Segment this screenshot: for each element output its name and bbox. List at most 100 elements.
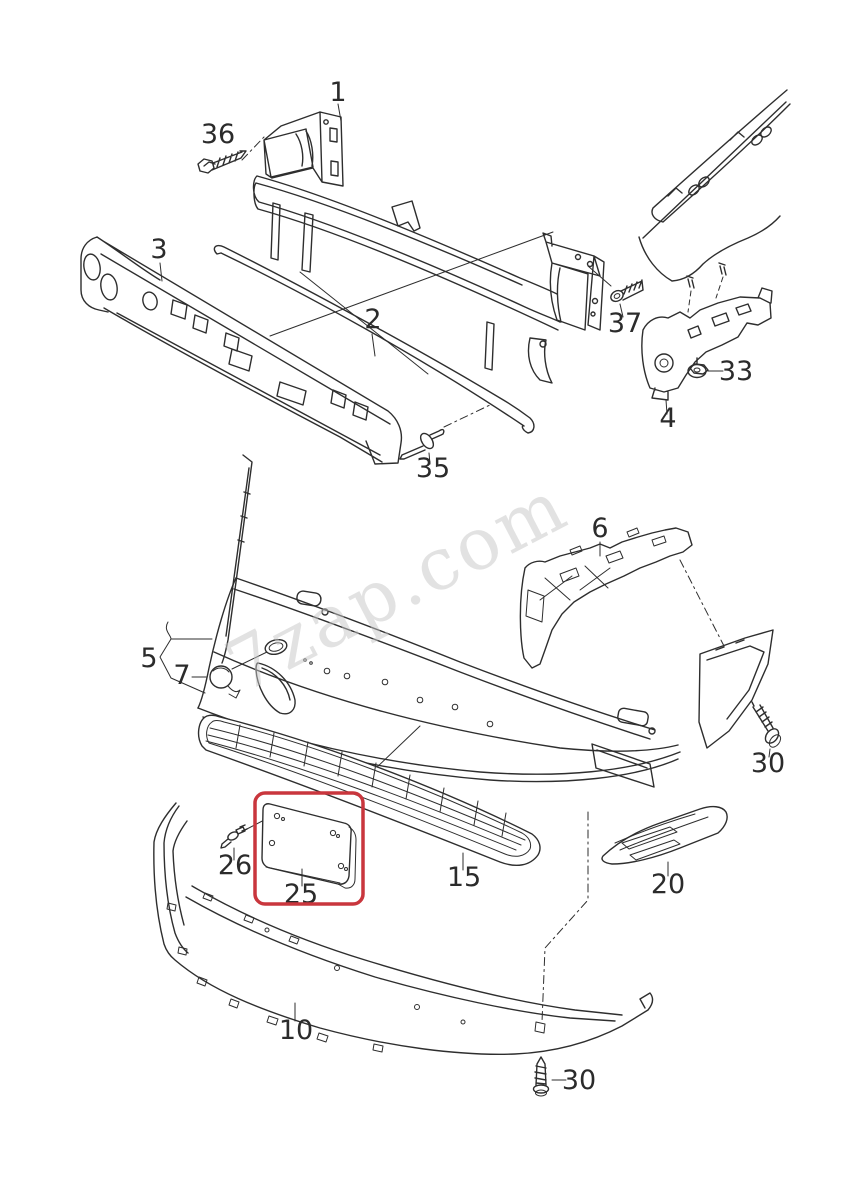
part-36-label[interactable]: 36 — [201, 119, 235, 150]
absorber-outline — [80, 236, 403, 465]
bracket-4-hole — [654, 353, 674, 373]
cover-fin — [221, 454, 253, 664]
part-5-bumper-cover[interactable]: 5 — [140, 454, 774, 788]
cover-left-edge — [197, 577, 237, 709]
part-20-label[interactable]: 20 — [651, 869, 685, 900]
part-1-label[interactable]: 1 — [329, 77, 346, 108]
part-2-label[interactable]: 2 — [364, 304, 381, 335]
spoiler-hole — [414, 1004, 420, 1010]
tow-cap — [209, 665, 233, 689]
part-30-right-label[interactable]: 30 — [751, 748, 785, 779]
grille-20-outline — [601, 805, 728, 865]
nut-33-hex — [689, 357, 709, 375]
spoiler-hole — [334, 965, 340, 971]
plate-hole — [281, 817, 285, 821]
strip-drawing — [213, 244, 535, 434]
rivet-axis-line — [443, 403, 493, 428]
part-26-clip[interactable]: 26 — [218, 816, 271, 881]
plate-25-edge — [265, 826, 357, 889]
nut-33-hole — [693, 367, 701, 373]
fog-recess-left — [255, 662, 296, 715]
part-37-screw[interactable]: 37 — [587, 265, 644, 339]
part-3-label[interactable]: 3 — [150, 234, 167, 265]
plate-hole — [337, 862, 345, 870]
absorber-tabs — [170, 299, 369, 421]
part-5-brace — [159, 621, 213, 694]
part-2-cross-strip[interactable]: 2 — [213, 231, 554, 434]
part-2-leader — [371, 333, 376, 357]
part-35-label[interactable]: 35 — [416, 453, 450, 484]
bolt-36-drawing — [197, 150, 247, 174]
part-20-side-grille[interactable]: 20 — [601, 805, 728, 900]
part-3-impact-absorber[interactable]: 3 — [80, 234, 403, 465]
cover-small-hole — [321, 608, 329, 616]
part-36-bolt[interactable]: 36 — [197, 119, 265, 174]
plate-hole — [591, 297, 599, 305]
part-1-reinforcement[interactable]: 1 — [252, 77, 605, 384]
part-4-label[interactable]: 4 — [659, 403, 676, 434]
assembly-pointer-lines — [269, 231, 554, 375]
part-5-label[interactable]: 5 — [140, 643, 157, 674]
part-37-label[interactable]: 37 — [608, 308, 642, 339]
fender-rail — [642, 89, 791, 239]
screw-30b-drawing — [534, 1056, 547, 1086]
screw-30b-head — [532, 1084, 550, 1094]
screw-30r-washer — [768, 734, 782, 748]
screw-37-head — [610, 289, 624, 303]
part-35-rivet[interactable]: 35 — [399, 403, 493, 484]
spoiler-hole — [264, 927, 270, 933]
part-33-nut[interactable]: 33 — [687, 356, 753, 387]
part-6-label[interactable]: 6 — [591, 513, 608, 544]
absorber-hole — [142, 291, 158, 311]
flange-hole — [586, 260, 594, 268]
plate-hole — [590, 311, 596, 317]
part-15-label[interactable]: 15 — [447, 862, 481, 893]
grille-15-outline — [197, 714, 541, 867]
plate-hole — [336, 834, 340, 838]
beam-band — [252, 175, 561, 331]
cover-crease — [213, 651, 679, 752]
part-3-leader — [159, 262, 163, 282]
part-10-spoiler[interactable]: 10 — [153, 802, 654, 1055]
bracket-6-outline — [519, 527, 693, 669]
beam-struts — [270, 202, 553, 384]
part-7-leaders — [191, 651, 268, 678]
part-4-side-bracket[interactable]: 4 — [641, 287, 773, 434]
tow-cap-detail — [212, 667, 241, 699]
screw-37-threads — [620, 279, 644, 301]
absorber-hole — [100, 273, 118, 301]
spoiler-outline — [153, 802, 654, 1055]
rail-hole — [688, 184, 700, 196]
screw-37-head-inner — [613, 293, 621, 299]
flange-hole — [574, 253, 582, 261]
cover-right-cap — [698, 629, 774, 749]
grille-20-slats — [614, 813, 709, 861]
part-15-center-grille[interactable]: 15 — [197, 714, 541, 893]
part-30-bottom-label[interactable]: 30 — [562, 1065, 596, 1096]
bracket-6-assembly-line — [679, 559, 725, 647]
part-30-screw-right[interactable]: 30 — [751, 701, 785, 779]
grille-15-dividers — [235, 724, 507, 837]
absorber-hole — [83, 253, 101, 281]
rail-hole — [760, 126, 772, 138]
part-7-tow-hook-cap[interactable]: 7 — [173, 651, 268, 699]
part-26-label[interactable]: 26 — [218, 850, 252, 881]
part-33-label[interactable]: 33 — [719, 356, 753, 387]
bracket-4-hole-inner — [659, 358, 669, 368]
spoiler-tabs — [166, 892, 546, 1053]
nut-33 — [687, 363, 707, 379]
plate-hole — [329, 829, 337, 837]
bolt-36-axis-line — [241, 136, 265, 161]
part-25-plate-bracket[interactable]: 25 — [253, 791, 365, 910]
cover-small-hole — [648, 727, 656, 735]
clip-26-flange — [227, 831, 239, 841]
part-30r-leader — [768, 748, 771, 758]
part-6-bracket[interactable]: 6 — [519, 513, 725, 669]
part-35-leader — [428, 452, 431, 465]
part-10-label[interactable]: 10 — [279, 1015, 313, 1046]
part-7-label[interactable]: 7 — [173, 660, 190, 691]
stud-leader-dashed — [687, 276, 724, 313]
part-30-screw-bottom[interactable]: 30 — [532, 1056, 597, 1097]
